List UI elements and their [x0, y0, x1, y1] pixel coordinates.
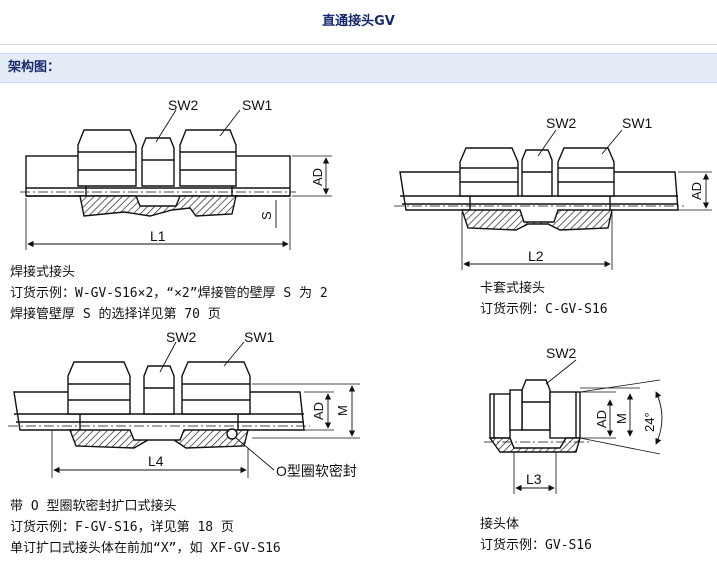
caption-line: 订货示例：F-GV-S16，详见第 18 页 — [10, 520, 234, 535]
welded-s-label: S — [259, 211, 274, 220]
body-ad-label: AD — [594, 410, 609, 428]
caption-line: 单订扩口式接头体在前加“X”，如 XF-GV-S16 — [10, 541, 281, 556]
body-sw2-label: SW2 — [546, 345, 577, 361]
caption-line: 订货示例：W-GV-S16×2，“×2”焊接管的壁厚 S 为 2 — [10, 286, 328, 301]
welded-sw2-label: SW2 — [168, 97, 199, 113]
body-l3-label: L3 — [526, 471, 542, 487]
section-label: 架构图： — [8, 60, 61, 75]
caption-line: 带 O 型圈软密封扩口式接头 — [10, 499, 177, 514]
flare-fitting-diagram — [8, 341, 360, 478]
flare-l4-label: L4 — [148, 453, 164, 469]
ferrule-l2-label: L2 — [528, 248, 544, 264]
body-fitting-diagram — [484, 359, 663, 494]
ferrule-sw1-label: SW1 — [622, 115, 653, 131]
ferrule-sw2-label: SW2 — [546, 115, 577, 131]
ferrule-ad-label: AD — [689, 182, 704, 200]
flare-sw1-label: SW1 — [244, 329, 275, 345]
welded-ad-label: AD — [310, 168, 325, 186]
welded-caption: 焊接式接头 订货示例：W-GV-S16×2，“×2”焊接管的壁厚 S 为 2 焊… — [10, 262, 328, 325]
flare-ad-label: AD — [311, 402, 326, 420]
caption-line: 焊接式接头 — [10, 265, 76, 280]
welded-l1-label: L1 — [150, 228, 166, 244]
flare-caption: 带 O 型圈软密封扩口式接头 订货示例：F-GV-S16，详见第 18 页 单订… — [10, 496, 281, 559]
welded-sw1-label: SW1 — [242, 97, 273, 113]
body-caption: 接头体 订货示例：GV-S16 — [480, 514, 592, 556]
caption-line: 焊接管壁厚 S 的选择详见第 70 页 — [10, 307, 221, 322]
page-title: 直通接头GV — [322, 14, 395, 29]
section-header: 架构图： — [0, 53, 717, 83]
ferrule-caption: 卡套式接头 订货示例：C-GV-S16 — [480, 278, 608, 320]
flare-oring-label: O型圈软密封 — [276, 463, 357, 479]
caption-line: 卡套式接头 — [480, 281, 546, 296]
caption-line: 订货示例：C-GV-S16 — [480, 302, 608, 317]
title-divider — [0, 44, 717, 45]
body-m-label: M — [614, 413, 629, 424]
fitting-diagrams: SW2 SW1 AD S L1 SW2 SW1 AD L2 — [8, 97, 712, 494]
welded-fitting-diagram — [20, 109, 332, 250]
flare-m-label: M — [335, 405, 350, 416]
caption-line: 订货示例：GV-S16 — [480, 538, 592, 553]
caption-line: 接头体 — [480, 517, 520, 532]
flare-sw2-label: SW2 — [166, 329, 197, 345]
ferrule-fitting-diagram — [394, 129, 712, 270]
body-angle-label: 24° — [642, 412, 657, 432]
